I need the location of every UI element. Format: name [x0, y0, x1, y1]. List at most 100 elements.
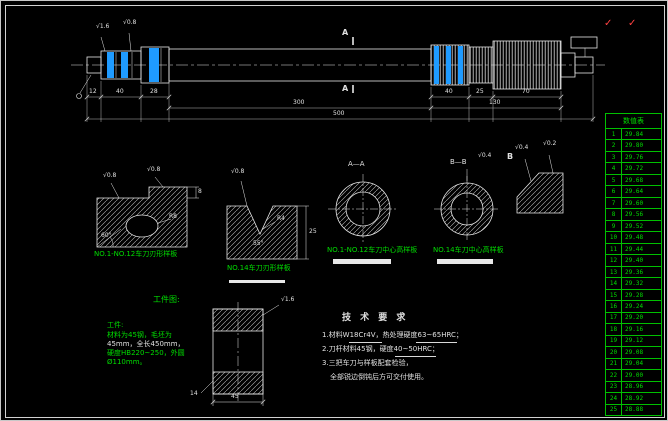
- workpiece-note-line: 45mm，全长450mm，: [107, 340, 185, 348]
- angle-label: 60°: [101, 232, 112, 239]
- detail2-caption: NO.14车刀刃形样板: [227, 264, 291, 272]
- row-value: 29.00: [625, 371, 644, 379]
- row-number: 2: [606, 140, 622, 151]
- row-value: 29.56: [625, 211, 644, 219]
- roughness-mark: √0.8: [123, 19, 137, 26]
- dim-label: 300: [293, 99, 305, 106]
- row-number: 15: [606, 289, 622, 301]
- workpiece-figure-title: 工件图:: [153, 295, 180, 304]
- row-number: 22: [606, 370, 622, 381]
- dim-label: 500: [333, 110, 345, 117]
- radius-label: R4: [277, 215, 285, 222]
- datum-leader: [79, 74, 92, 94]
- row-number: 11: [606, 243, 622, 255]
- section-view-b: [434, 169, 500, 242]
- section-letter: A: [342, 28, 349, 37]
- row-value: 29.64: [625, 188, 644, 196]
- row-number: 21: [606, 358, 622, 370]
- row-number: 18: [606, 324, 622, 335]
- tech-underlines: [349, 342, 457, 357]
- tech-requirement-line: 全部锐边倒钝后方可交付使用。: [330, 373, 428, 381]
- row-number: 20: [606, 347, 622, 358]
- row-number: 13: [606, 266, 622, 278]
- dim-label: 130: [489, 99, 501, 106]
- row-number: 14: [606, 278, 622, 289]
- row-number: 12: [606, 255, 622, 266]
- workpiece-note-line: Ø110mm。: [107, 358, 147, 366]
- detail1-caption: NO.1-NO.12车刀刃形样板: [94, 250, 178, 258]
- roughness-mark: √0.4: [515, 144, 529, 151]
- row-value: 29.52: [625, 222, 644, 230]
- row-value: 29.40: [625, 257, 644, 265]
- roughness-mark: √0.4: [478, 152, 492, 159]
- dim-label: 40: [116, 88, 124, 95]
- datum-circle: [76, 93, 82, 99]
- tech-requirement-line: 2.刀杆材料45钢，硬度40~50HRC；: [322, 345, 439, 353]
- profile-b-label: B: [507, 152, 514, 161]
- review-check-mark: ✓: [628, 18, 637, 29]
- dim-label: 45: [231, 393, 239, 400]
- row-value: 29.32: [625, 280, 644, 288]
- frame-border: [5, 5, 665, 418]
- row-number: 6: [606, 186, 622, 197]
- row-value: 29.68: [625, 176, 644, 184]
- dim-label: 25: [309, 228, 317, 235]
- row-number: 4: [606, 163, 622, 174]
- roughness-mark: √1.6: [96, 23, 110, 30]
- row-number: 16: [606, 301, 622, 312]
- section-a-caption: NO.1-NO.12车刀中心高样板: [327, 246, 418, 254]
- section-a-label: A—A: [348, 160, 365, 168]
- section-b-label: B—B: [450, 158, 467, 166]
- caption-bars: [229, 259, 493, 283]
- row-number: 3: [606, 151, 622, 163]
- groove-profile: [125, 214, 159, 238]
- workpiece-figure-drawing: [200, 302, 280, 406]
- row-number: 25: [606, 404, 622, 416]
- section-b-caption: NO.14车刀中心高样板: [433, 246, 504, 254]
- row-number: 9: [606, 220, 622, 232]
- dim-label: 25: [476, 88, 484, 95]
- row-value: 29.44: [625, 245, 644, 253]
- detail-view-2: [226, 180, 309, 260]
- row-value: 29.48: [625, 234, 644, 242]
- highlighted-grooves: [107, 46, 463, 84]
- radius-label: R8: [169, 213, 177, 220]
- section-letter: A: [342, 84, 349, 93]
- row-value: 29.08: [625, 348, 644, 356]
- row-number: 1: [606, 129, 622, 140]
- row-value: 29.76: [625, 153, 644, 161]
- roughness-mark: √0.8: [147, 166, 161, 173]
- section-view-a: [328, 174, 398, 244]
- row-value: 28.92: [625, 394, 644, 402]
- dim-label: 28: [150, 88, 158, 95]
- detail-callout-box: [570, 36, 598, 49]
- workpiece-note-line: 硬度HB220~250，外圆: [107, 349, 185, 357]
- row-value: 29.16: [625, 325, 644, 333]
- row-value: 29.80: [625, 142, 644, 150]
- dim-label: 8: [198, 188, 202, 195]
- row-number: 8: [606, 209, 622, 220]
- row-value: 29.60: [625, 199, 644, 207]
- row-value: 29.36: [625, 268, 644, 276]
